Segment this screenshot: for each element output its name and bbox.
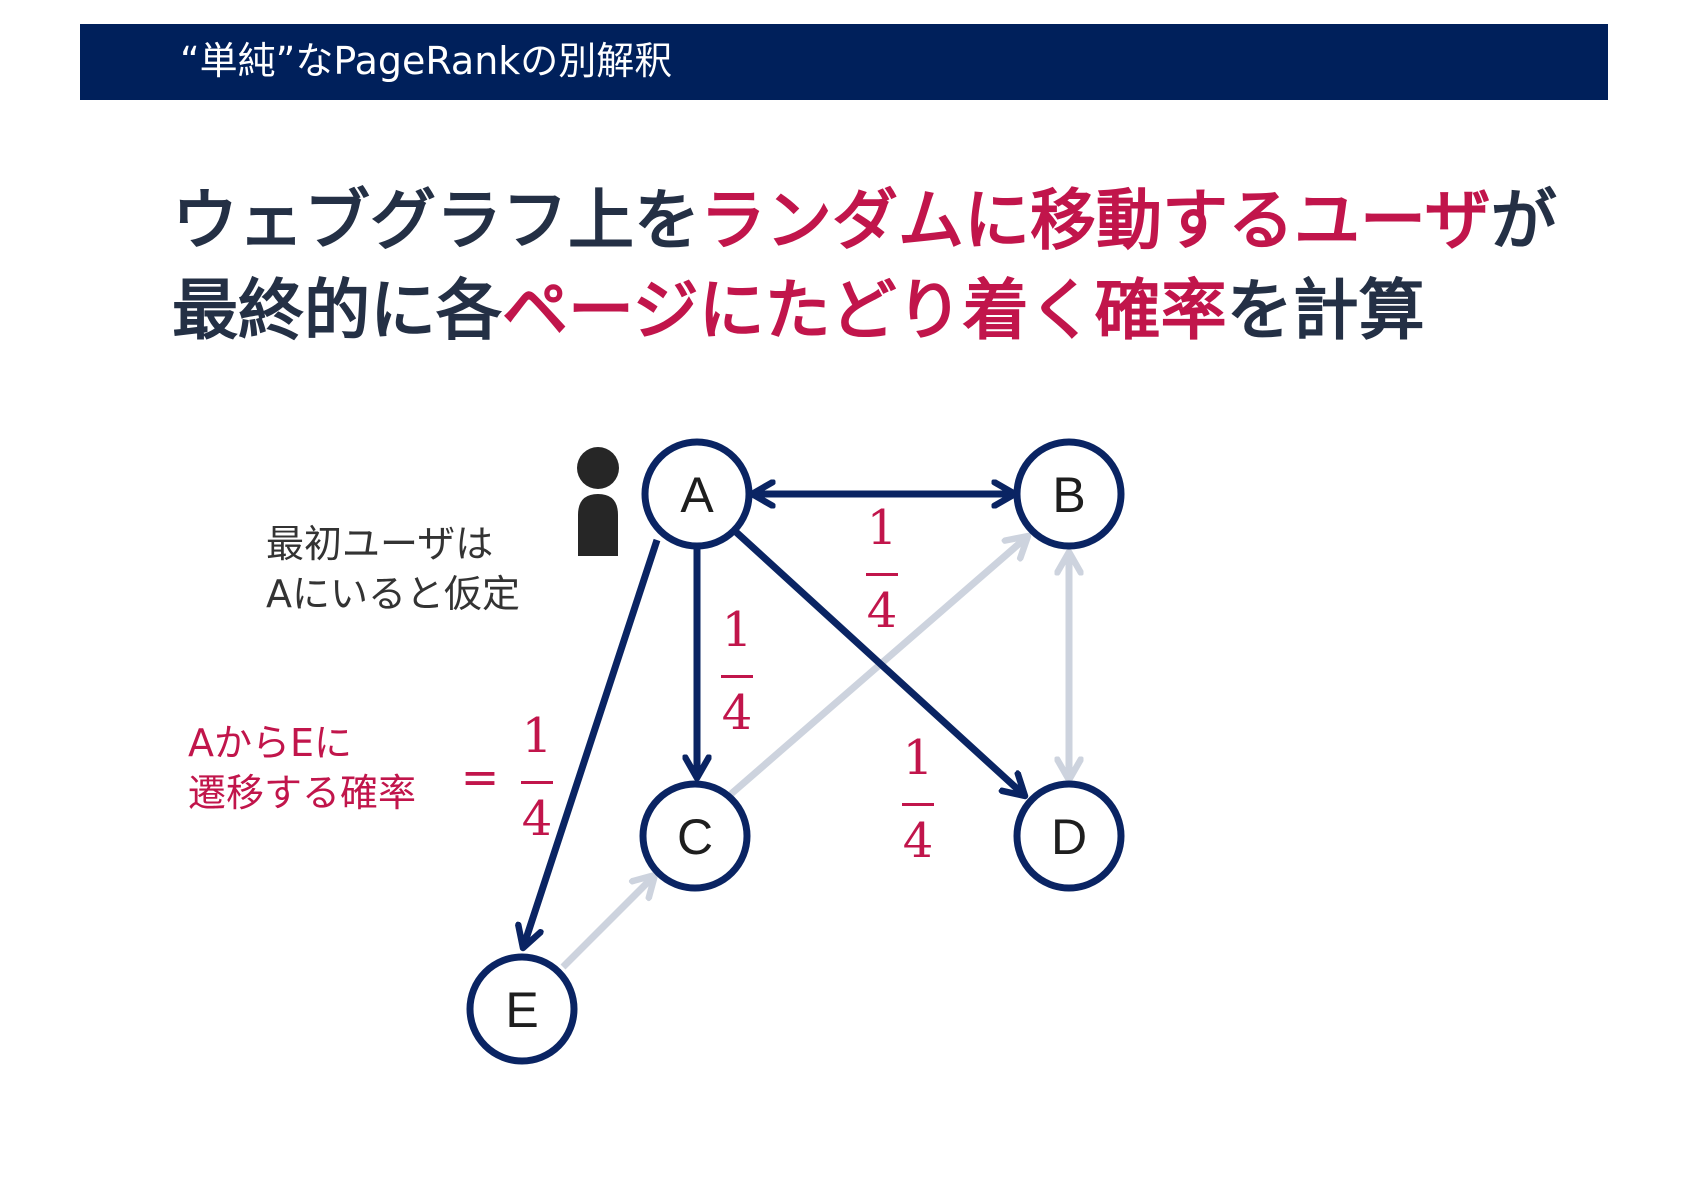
edge-a-to-d [733,529,1025,796]
header-title: “単純”なPageRankの別解釈 [180,39,673,83]
headline-line-2-highlight: ページにたどり着く確率 [502,272,1227,349]
headline-line-2: 最終的に各ページにたどり着く確率を計算 [172,268,1592,354]
node-e-label: E [505,982,538,1038]
node-a: A [641,438,753,550]
edge-label-a-d: 1 4 [902,730,934,869]
edge-label-a-c-bar [721,675,753,678]
edge-label-a-d-numerator: 1 [903,730,934,786]
transition-note-line-2: 遷移する確率 [188,771,417,815]
edge-label-a-d-denominator: 4 [903,813,934,869]
user-start-note: 最初ユーザは Aにいると仮定 [266,519,520,619]
edge-label-a-d-bar [902,803,934,806]
transition-note-line-1: AからEに [188,721,353,765]
edge-label-a-e-numerator: 1 [522,708,553,764]
header-bar: “単純”なPageRankの別解釈 [80,24,1608,100]
edge-a-to-e [523,538,661,948]
headline-line-1-highlight: ランダムに移動するユーザ [700,182,1491,259]
node-b-label: B [1052,467,1085,523]
headline-line-1: ウェブグラフ上をランダムに移動するユーザが [172,178,1592,264]
edge-label-a-c-numerator: 1 [722,602,753,658]
person-icon [577,447,619,556]
edge-label-a-e: = 1 4 [461,708,553,847]
node-c: C [639,780,751,892]
edge-label-a-b-denominator: 4 [867,583,898,639]
edge-label-a-b: 1 4 [866,500,898,639]
edge-label-a-c: 1 4 [721,602,753,741]
edge-label-a-b-numerator: 1 [867,500,898,556]
user-start-note-line-2: Aにいると仮定 [266,572,520,616]
headline-line-2-part-c: を計算 [1226,272,1425,349]
node-d: D [1013,780,1125,892]
node-b: B [1013,438,1125,550]
edge-label-a-c-denominator: 4 [722,685,753,741]
edge-label-a-e-denominator: 4 [522,791,553,847]
headline-line-1-part-c: が [1490,182,1557,259]
headline-line-2-part-a: 最終的に各 [172,272,502,349]
user-start-note-line-1: 最初ユーザは [266,522,494,566]
headline-line-1-part-a: ウェブグラフ上を [172,182,700,259]
transition-equals-sign: = [461,750,500,804]
node-c-label: C [677,809,713,865]
node-d-label: D [1051,809,1087,865]
node-e: E [466,953,578,1065]
edge-e-to-c [560,875,655,970]
node-a-label: A [680,467,714,523]
transition-note: AからEに 遷移する確率 [188,718,416,818]
edge-label-a-b-bar [866,573,898,576]
edge-label-a-e-bar [521,781,553,784]
